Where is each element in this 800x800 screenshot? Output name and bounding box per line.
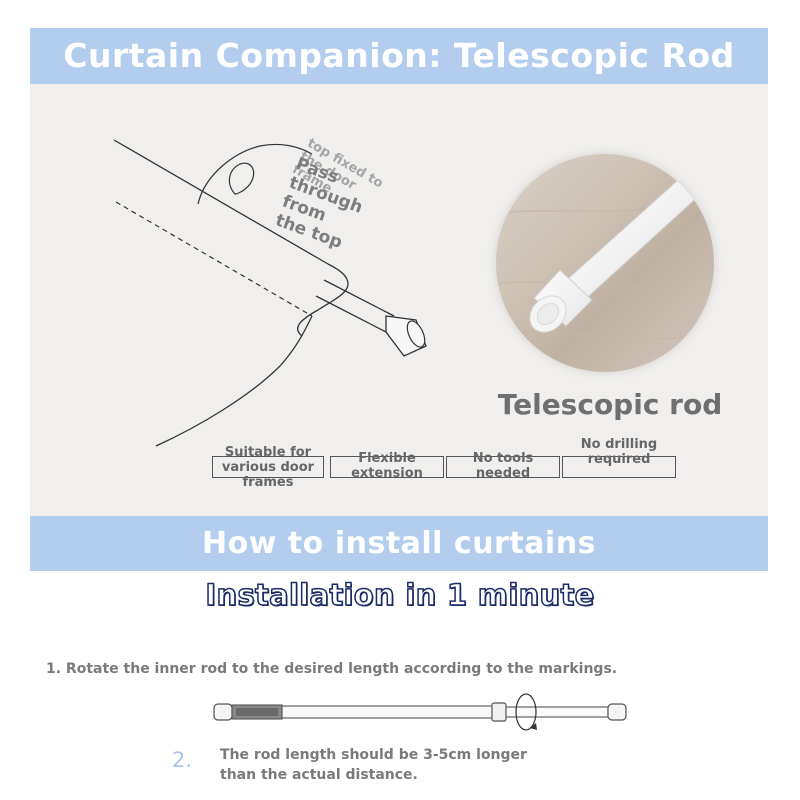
install-subtitle: Installation in 1 minute [205, 577, 595, 613]
section-banner: How to install curtains [30, 516, 768, 571]
page-title: Curtain Companion: Telescopic Rod [63, 36, 735, 75]
rod-rotation-diagram [213, 693, 627, 731]
step-2-number: 2. [172, 748, 193, 772]
feature-label: Flexible extension [351, 451, 423, 481]
feature-door-frames: Suitable for various door frames [212, 445, 324, 490]
feature-no-tools: No tools needed [446, 451, 560, 481]
step-2-text: The rod length should be 3-5cm longer th… [220, 747, 527, 783]
product-label: Telescopic rod [497, 388, 723, 421]
feature-label: No tools needed [472, 451, 534, 481]
feature-flexible-extension: Flexible extension [330, 451, 444, 481]
curtain-rod-diagram [113, 139, 427, 447]
product-panel: top fixed to the door frame Pass through… [30, 84, 768, 516]
step-1-text: 1. Rotate the inner rod to the desired l… [46, 661, 618, 677]
section-title: How to install curtains [202, 526, 596, 561]
product-photo [496, 154, 714, 372]
feature-no-drilling: No drilling required [562, 437, 676, 478]
feature-label: No drilling required [580, 437, 658, 467]
feature-label: Suitable for various door frames [221, 445, 315, 490]
header-banner: Curtain Companion: Telescopic Rod [30, 28, 768, 84]
